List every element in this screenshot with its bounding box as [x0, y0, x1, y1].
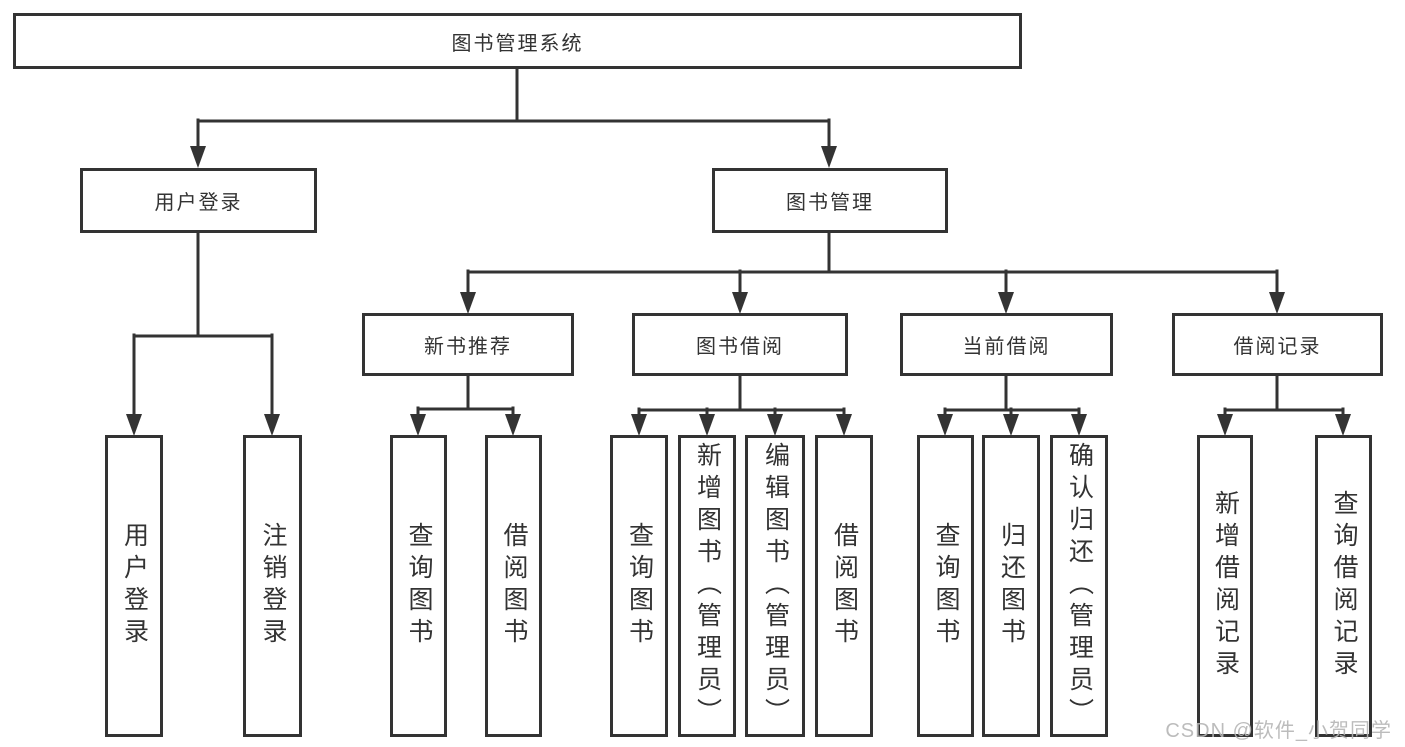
leaf-return-book-label: 归还图书 — [997, 522, 1026, 650]
leaf-borrow-book-1-label: 借阅图书 — [500, 522, 528, 650]
node-root-label: 图书管理系统 — [451, 32, 584, 55]
watermark: CSDN @软件_小贺同学 — [1165, 720, 1392, 742]
node-current-borrow: 当前借阅 — [900, 313, 1113, 376]
leaf-edit-book-admin-label: 编辑图书（管理员） — [761, 442, 790, 730]
leaf-borrow-book-2-label: 借阅图书 — [830, 522, 859, 650]
leaf-user-login: 用户登录 — [105, 435, 163, 737]
node-book-borrow: 图书借阅 — [632, 313, 848, 376]
leaf-edit-book-admin: 编辑图书（管理员） — [745, 435, 805, 737]
node-new-book-recommend: 新书推荐 — [362, 313, 574, 376]
node-new-book-recommend-label: 新书推荐 — [424, 336, 512, 358]
leaf-add-book-admin: 新增图书（管理员） — [678, 435, 736, 737]
leaf-query-borrow-record: 查询借阅记录 — [1315, 435, 1372, 737]
leaf-user-login-label: 用户登录 — [120, 522, 149, 650]
leaf-borrow-book-2: 借阅图书 — [815, 435, 873, 737]
leaf-logout: 注销登录 — [243, 435, 302, 737]
node-root: 图书管理系统 — [13, 13, 1022, 69]
leaf-query-borrow-record-label: 查询借阅记录 — [1330, 490, 1358, 682]
leaf-add-book-admin-label: 新增图书（管理员） — [693, 442, 722, 730]
leaf-query-book-1-label: 查询图书 — [405, 522, 433, 650]
leaf-query-book-2: 查询图书 — [610, 435, 668, 737]
node-user-login-label: 用户登录 — [154, 192, 243, 214]
leaf-confirm-return-admin: 确认归还（管理员） — [1050, 435, 1108, 737]
node-borrow-record-label: 借阅记录 — [1233, 336, 1322, 358]
leaf-query-book-2-label: 查询图书 — [625, 522, 654, 650]
leaf-add-borrow-record: 新增借阅记录 — [1197, 435, 1253, 737]
leaf-add-borrow-record-label: 新增借阅记录 — [1211, 490, 1240, 682]
leaf-return-book: 归还图书 — [982, 435, 1040, 737]
leaf-logout-label: 注销登录 — [259, 522, 287, 650]
leaf-query-book-3-label: 查询图书 — [932, 522, 960, 650]
leaf-borrow-book-1: 借阅图书 — [485, 435, 542, 737]
node-borrow-record: 借阅记录 — [1172, 313, 1383, 376]
node-book-management-label: 图书管理 — [786, 192, 874, 214]
node-current-borrow-label: 当前借阅 — [962, 336, 1051, 358]
leaf-confirm-return-admin-label: 确认归还（管理员） — [1065, 442, 1094, 730]
node-user-login: 用户登录 — [80, 168, 317, 233]
node-book-borrow-label: 图书借阅 — [696, 336, 784, 358]
node-book-management: 图书管理 — [712, 168, 948, 233]
leaf-query-book-3: 查询图书 — [917, 435, 974, 737]
leaf-query-book-1: 查询图书 — [390, 435, 447, 737]
